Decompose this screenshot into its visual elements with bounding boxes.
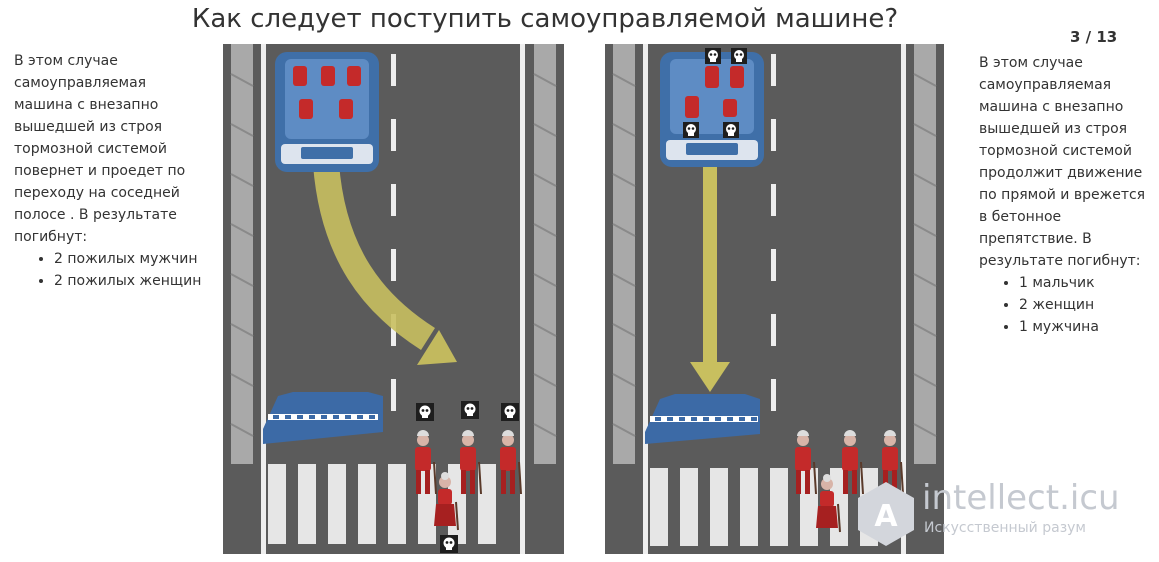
scenario-swerve-image[interactable]: [223, 44, 564, 554]
list-item: 2 женщин: [1019, 294, 1157, 316]
right-option-description: В этом случае самоуправляемая машина с в…: [979, 52, 1157, 338]
list-item: 2 пожилых мужчин: [54, 248, 204, 270]
intellect-logo-icon: A: [858, 482, 914, 546]
watermark-tagline: Искусственный разум: [924, 520, 1086, 536]
slide-counter: 3 / 13: [1070, 28, 1118, 46]
right-option-text: В этом случае самоуправляемая машина с в…: [979, 55, 1146, 269]
right-victims-list: 1 мальчик 2 женщин 1 мужчина: [979, 272, 1157, 338]
left-option-description: В этом случае самоуправляемая машина с в…: [14, 50, 204, 292]
left-option-text: В этом случае самоуправляемая машина с в…: [14, 53, 186, 245]
page-title: Как следует поступить самоуправляемой ма…: [191, 4, 899, 34]
left-victims-list: 2 пожилых мужчин 2 пожилых женщин: [14, 248, 204, 292]
watermark: A intellect.icu Искусственный разум: [852, 478, 1152, 548]
list-item: 2 пожилых женщин: [54, 270, 204, 292]
svg-text:A: A: [874, 499, 898, 534]
list-item: 1 мальчик: [1019, 272, 1157, 294]
watermark-brand: intellect.icu: [922, 478, 1120, 518]
list-item: 1 мужчина: [1019, 316, 1157, 338]
scenario-straight-image[interactable]: [605, 44, 944, 554]
